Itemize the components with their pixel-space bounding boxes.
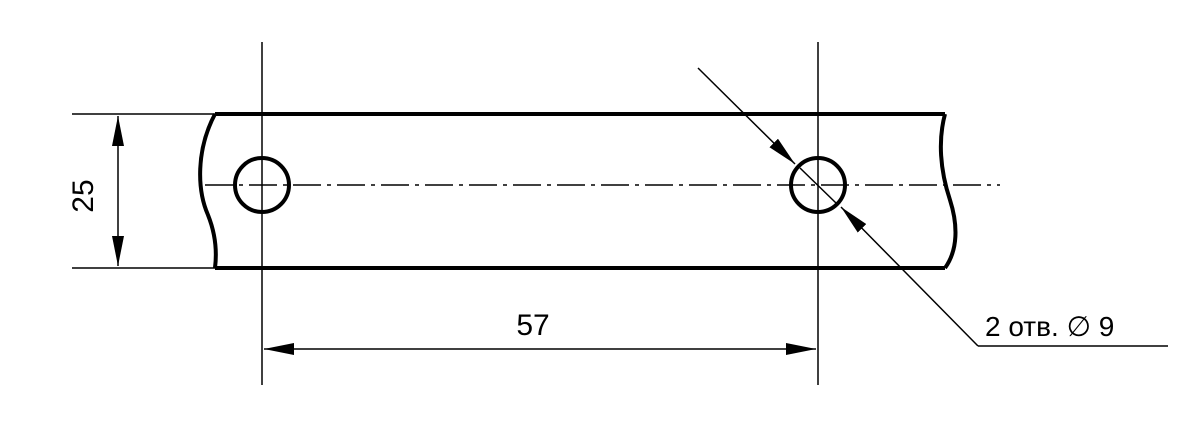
left-break-line — [198, 113, 218, 269]
part-outline — [198, 112, 958, 270]
extension-lines — [72, 42, 819, 385]
hole-callout-label: 2 отв. ∅ 9 — [985, 311, 1114, 342]
diameter-leader-lower — [840, 206, 979, 347]
height-dimension-label: 25 — [67, 179, 100, 212]
right-break-line — [938, 113, 958, 270]
diameter-leader-inner — [799, 167, 837, 204]
spacing-dimension-label: 57 — [516, 309, 549, 342]
diameter-leader-upper — [697, 67, 796, 165]
